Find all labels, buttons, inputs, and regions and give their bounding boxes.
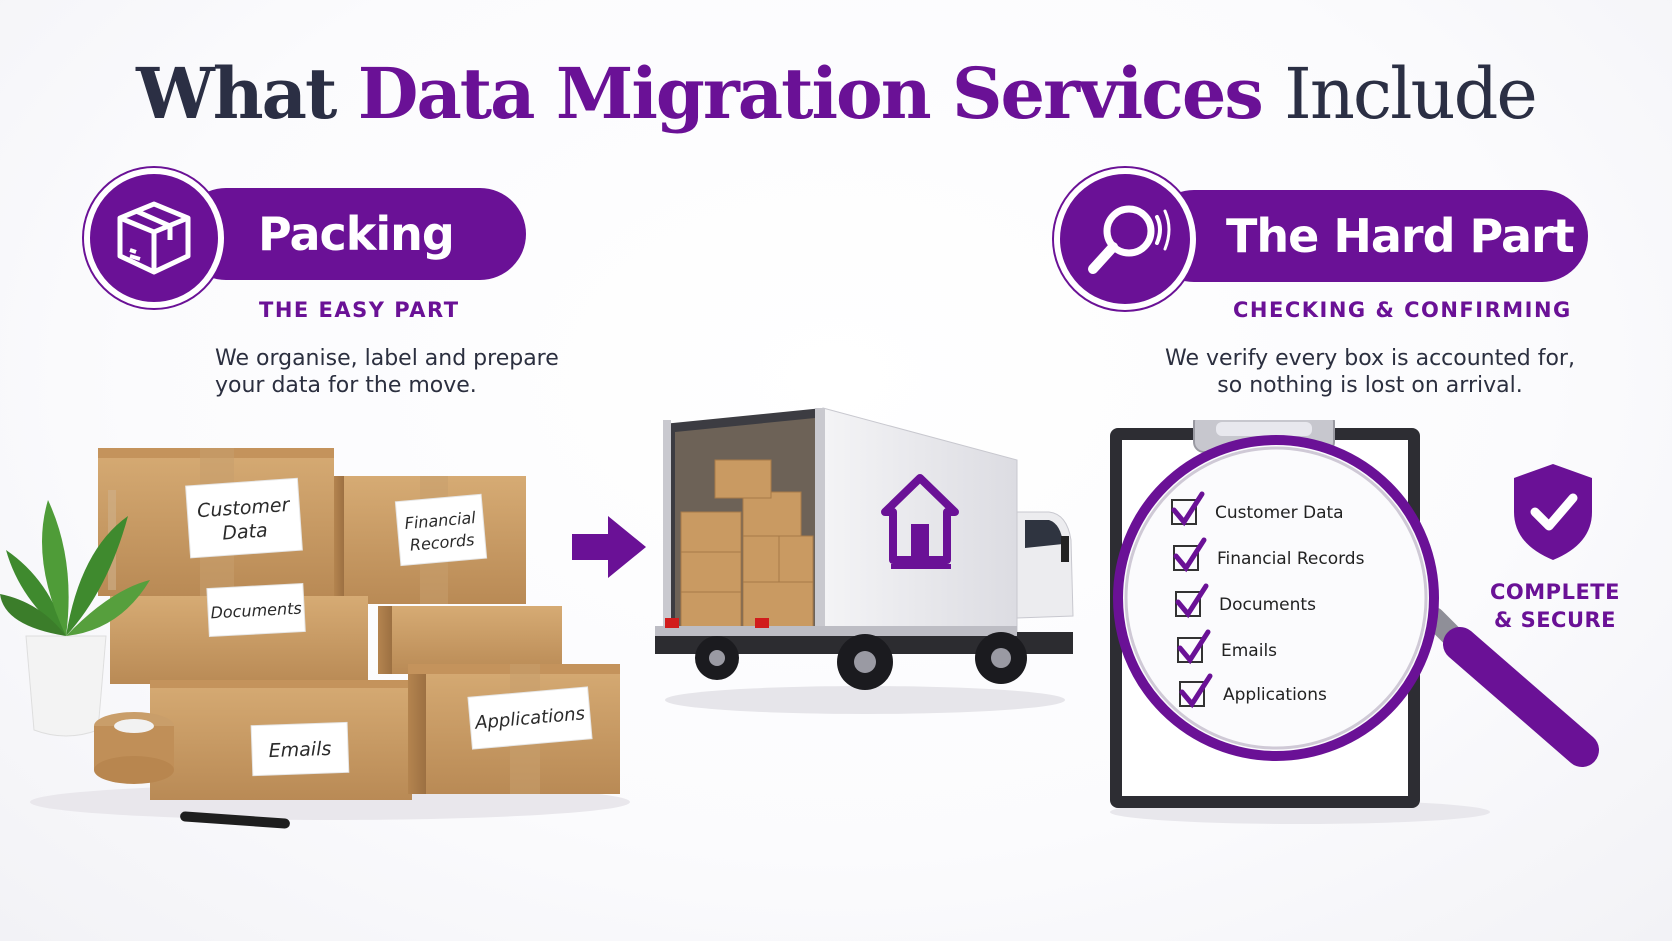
packed-boxes-illustration: Customer Data Financial Records Document… xyxy=(0,448,630,829)
page-title: What Data Migration Services Include xyxy=(0,52,1672,135)
house-logo-icon xyxy=(881,474,959,569)
packing-description-line2: your data for the move. xyxy=(215,373,477,398)
hard-part-description: We verify every box is accounted for, so… xyxy=(1150,345,1590,399)
tape-roll-illustration xyxy=(94,712,174,784)
packing-heading-pill: Packing xyxy=(180,188,526,280)
hard-part-heading: The Hard Part xyxy=(1226,209,1575,263)
checklist-item: Financial Records xyxy=(1173,537,1365,573)
moving-truck-illustration xyxy=(655,407,1074,714)
plant-illustration xyxy=(0,500,150,737)
packing-description-line1: We organise, label and prepare xyxy=(215,346,559,371)
checklist-clipboard-illustration: Customer Data Financial Records Document… xyxy=(1110,420,1599,824)
hard-part-icon-circle xyxy=(1054,168,1196,310)
checklist-label: Documents xyxy=(1219,595,1316,615)
checklist-label: Emails xyxy=(1221,641,1277,661)
magnifier-icon xyxy=(1088,205,1171,274)
arrow-right-icon xyxy=(572,516,646,578)
title-part-highlight: Data Migration Services xyxy=(357,52,1264,135)
complete-secure-line2: & SECURE xyxy=(1493,608,1617,632)
box-label-customer-line2: Data xyxy=(222,519,269,544)
check-icon xyxy=(1179,673,1213,709)
hard-part-description-line2: so nothing is lost on arrival. xyxy=(1217,373,1523,398)
box-label-emails: Emails xyxy=(268,738,331,762)
check-icon xyxy=(1175,583,1209,619)
marker-pen xyxy=(180,811,290,829)
hard-part-heading-pill: The Hard Part xyxy=(1148,190,1588,282)
title-part-what: What xyxy=(136,52,337,135)
checklist-label: Applications xyxy=(1223,685,1327,705)
checklist-label: Financial Records xyxy=(1217,549,1365,569)
hard-part-description-line1: We verify every box is accounted for, xyxy=(1165,346,1575,371)
checklist-item: Emails xyxy=(1177,629,1277,665)
checklist-item: Customer Data xyxy=(1171,491,1344,527)
packing-heading: Packing xyxy=(258,207,455,261)
magnifier-handle xyxy=(1423,607,1599,767)
checklist-item: Documents xyxy=(1175,583,1316,619)
box-icon xyxy=(117,201,191,275)
check-icon xyxy=(1177,629,1211,665)
complete-secure-line1: COMPLETE xyxy=(1490,580,1620,604)
packing-icon-circle xyxy=(84,168,224,308)
box-label-documents: Documents xyxy=(210,599,302,623)
check-icon xyxy=(1171,491,1205,527)
checklist-item: Applications xyxy=(1179,673,1327,709)
title-part-include: Include xyxy=(1284,53,1538,135)
check-icon xyxy=(1173,537,1207,573)
checklist-label: Customer Data xyxy=(1215,503,1344,523)
hard-part-subheading: CHECKING & CONFIRMING xyxy=(1233,298,1572,322)
packing-description: We organise, label and prepare your data… xyxy=(215,345,559,399)
complete-secure-label: COMPLETE & SECURE xyxy=(1480,578,1630,634)
checklist: Customer Data Financial Records Document… xyxy=(1171,491,1365,709)
shield-check-icon xyxy=(1514,464,1592,560)
packing-subheading: THE EASY PART xyxy=(259,298,460,322)
